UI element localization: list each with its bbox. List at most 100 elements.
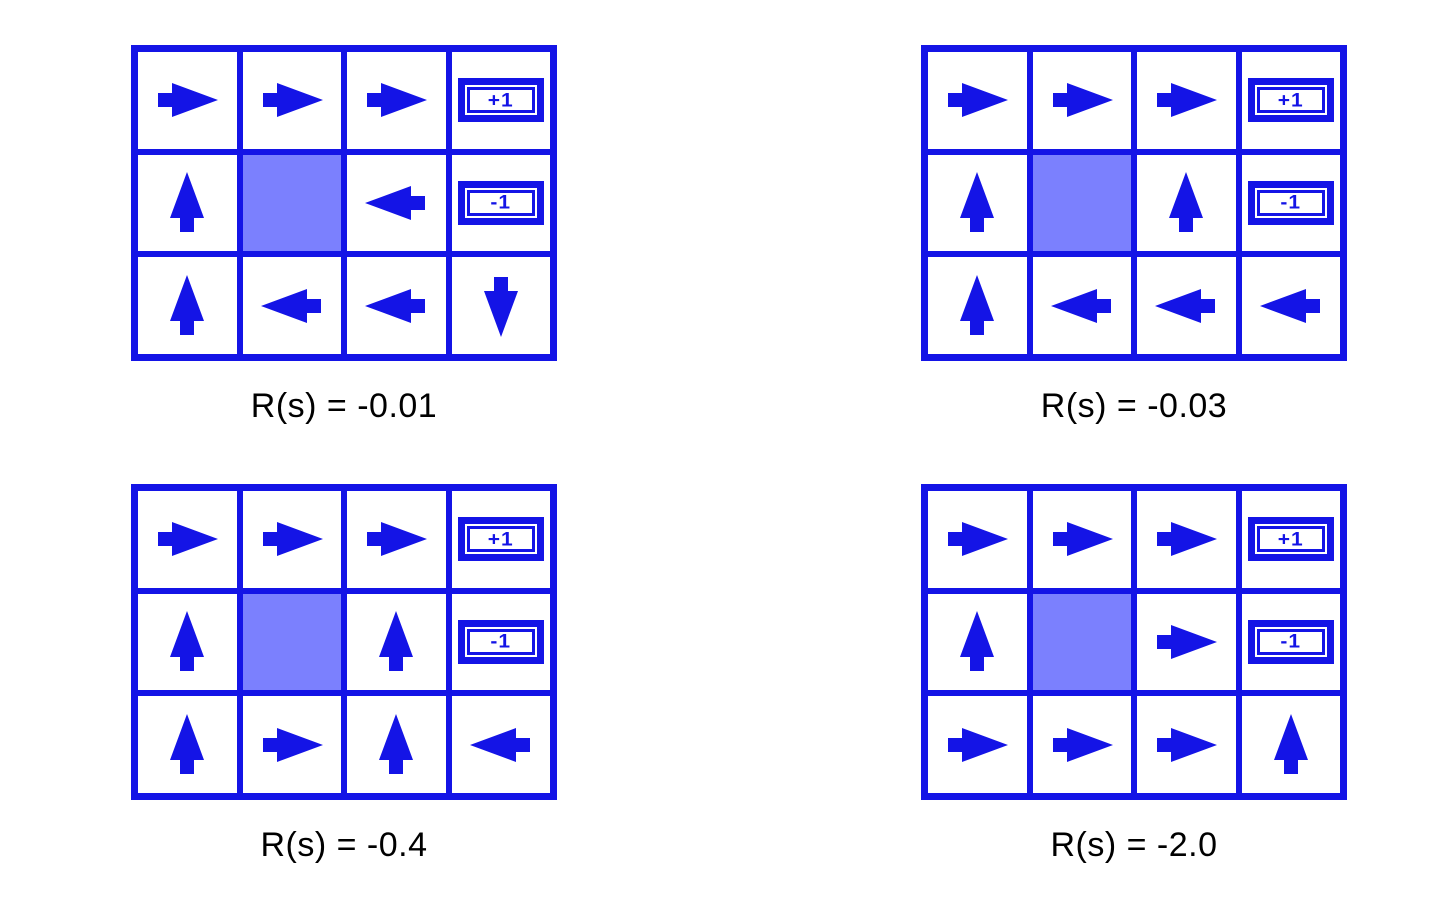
grid-cell[interactable]: -1 xyxy=(1241,154,1340,252)
grid-cell[interactable] xyxy=(347,593,446,691)
grid-cell[interactable] xyxy=(242,696,341,793)
grid-cell[interactable] xyxy=(138,257,237,354)
grid-cell[interactable] xyxy=(138,593,237,691)
policy-arrow-up xyxy=(170,713,205,774)
policy-arrow-right xyxy=(1052,83,1113,118)
terminal-negative: -1 xyxy=(457,180,544,225)
panel-caption: R(s) = -0.03 xyxy=(1040,387,1228,425)
policy-arrow-right xyxy=(1052,522,1113,557)
panel-caption: R(s) = -2.0 xyxy=(1050,826,1218,864)
grid-cell[interactable] xyxy=(1032,696,1131,793)
terminal-inner-box: +1 xyxy=(1256,87,1325,114)
grid-cell[interactable] xyxy=(451,696,550,793)
grid-cell[interactable] xyxy=(451,257,550,354)
policy-arrow-left xyxy=(260,288,321,323)
grid-cell[interactable] xyxy=(242,491,341,588)
policy-arrow-left xyxy=(1259,288,1320,323)
policy-arrow-right xyxy=(262,727,323,762)
policy-grid: +1 -1 xyxy=(921,45,1347,361)
terminal-positive: +1 xyxy=(457,517,544,562)
policy-arrow-right xyxy=(1157,83,1218,118)
terminal-positive: +1 xyxy=(1247,78,1334,123)
policy-arrow-right xyxy=(1052,727,1113,762)
terminal-inner-box: +1 xyxy=(1256,526,1325,553)
grid-cell[interactable]: -1 xyxy=(1241,593,1340,691)
policy-arrow-left xyxy=(365,185,426,220)
grid-cell[interactable] xyxy=(1137,593,1236,691)
terminal-reward-label: +1 xyxy=(487,89,514,111)
grid-cell[interactable] xyxy=(347,154,446,252)
grid-cell[interactable]: +1 xyxy=(1241,52,1340,149)
grid-cell[interactable] xyxy=(347,491,446,588)
terminal-reward-label: -1 xyxy=(490,631,512,653)
grid-cell[interactable] xyxy=(242,52,341,149)
terminal-reward-label: +1 xyxy=(1277,528,1304,550)
terminal-negative: -1 xyxy=(457,619,544,664)
grid-cell[interactable] xyxy=(138,696,237,793)
grid-cell[interactable] xyxy=(1137,154,1236,252)
grid-cell[interactable] xyxy=(928,154,1027,252)
grid-cell[interactable] xyxy=(1137,491,1236,588)
grid-cell[interactable] xyxy=(928,491,1027,588)
policy-grid: +1 -1 xyxy=(921,484,1347,800)
grid-cell[interactable]: +1 xyxy=(451,52,550,149)
grid-cell[interactable] xyxy=(928,593,1027,691)
policy-grid: +1 -1 xyxy=(131,484,557,800)
grid-cell[interactable] xyxy=(138,154,237,252)
policy-arrow-up xyxy=(379,713,414,774)
grid-cell[interactable] xyxy=(347,52,446,149)
grid-cell[interactable]: -1 xyxy=(451,154,550,252)
policy-arrow-left xyxy=(469,727,530,762)
policy-arrow-right xyxy=(367,522,428,557)
panel-caption: R(s) = -0.4 xyxy=(260,826,428,864)
grid-cell[interactable] xyxy=(1137,257,1236,354)
policy-arrow-up xyxy=(960,171,995,232)
grid-cell[interactable] xyxy=(242,257,341,354)
wall-cell[interactable] xyxy=(1032,593,1131,691)
terminal-reward-label: +1 xyxy=(1277,89,1304,111)
policy-arrow-right xyxy=(1157,522,1218,557)
terminal-negative: -1 xyxy=(1247,619,1334,664)
policy-arrow-right xyxy=(262,83,323,118)
policy-arrow-right xyxy=(158,522,219,557)
grid-cell[interactable]: +1 xyxy=(1241,491,1340,588)
policy-arrow-up xyxy=(170,171,205,232)
grid-cell[interactable]: -1 xyxy=(451,593,550,691)
grid-cell[interactable] xyxy=(1032,52,1131,149)
policy-arrow-up xyxy=(170,610,205,671)
policy-arrow-up xyxy=(379,610,414,671)
terminal-positive: +1 xyxy=(457,78,544,123)
grid-cell[interactable] xyxy=(1241,257,1340,354)
grid-cell[interactable] xyxy=(1137,696,1236,793)
grid-cell[interactable] xyxy=(1032,491,1131,588)
grid-cell[interactable]: +1 xyxy=(451,491,550,588)
terminal-inner-box: -1 xyxy=(1256,189,1325,216)
terminal-inner-box: -1 xyxy=(466,628,535,655)
grid-cell[interactable] xyxy=(928,52,1027,149)
policy-arrow-right xyxy=(1157,727,1218,762)
grid-cell[interactable] xyxy=(347,696,446,793)
grid-cell[interactable] xyxy=(1241,696,1340,793)
policy-arrow-down xyxy=(483,276,518,337)
policy-arrow-right xyxy=(262,522,323,557)
terminal-positive: +1 xyxy=(1247,517,1334,562)
grid-cell[interactable] xyxy=(347,257,446,354)
wall-cell[interactable] xyxy=(242,593,341,691)
policy-arrow-left xyxy=(365,288,426,323)
policy-arrow-right xyxy=(1157,624,1218,659)
grid-cell[interactable] xyxy=(1137,52,1236,149)
grid-cell[interactable] xyxy=(928,696,1027,793)
policy-arrow-right xyxy=(948,83,1009,118)
wall-cell[interactable] xyxy=(1032,154,1131,252)
grid-cell[interactable] xyxy=(1032,257,1131,354)
grid-cell[interactable] xyxy=(138,491,237,588)
terminal-inner-box: -1 xyxy=(466,189,535,216)
wall-cell[interactable] xyxy=(242,154,341,252)
terminal-negative: -1 xyxy=(1247,180,1334,225)
grid-cell[interactable] xyxy=(928,257,1027,354)
policy-arrow-up xyxy=(960,274,995,335)
grid-cell[interactable] xyxy=(138,52,237,149)
